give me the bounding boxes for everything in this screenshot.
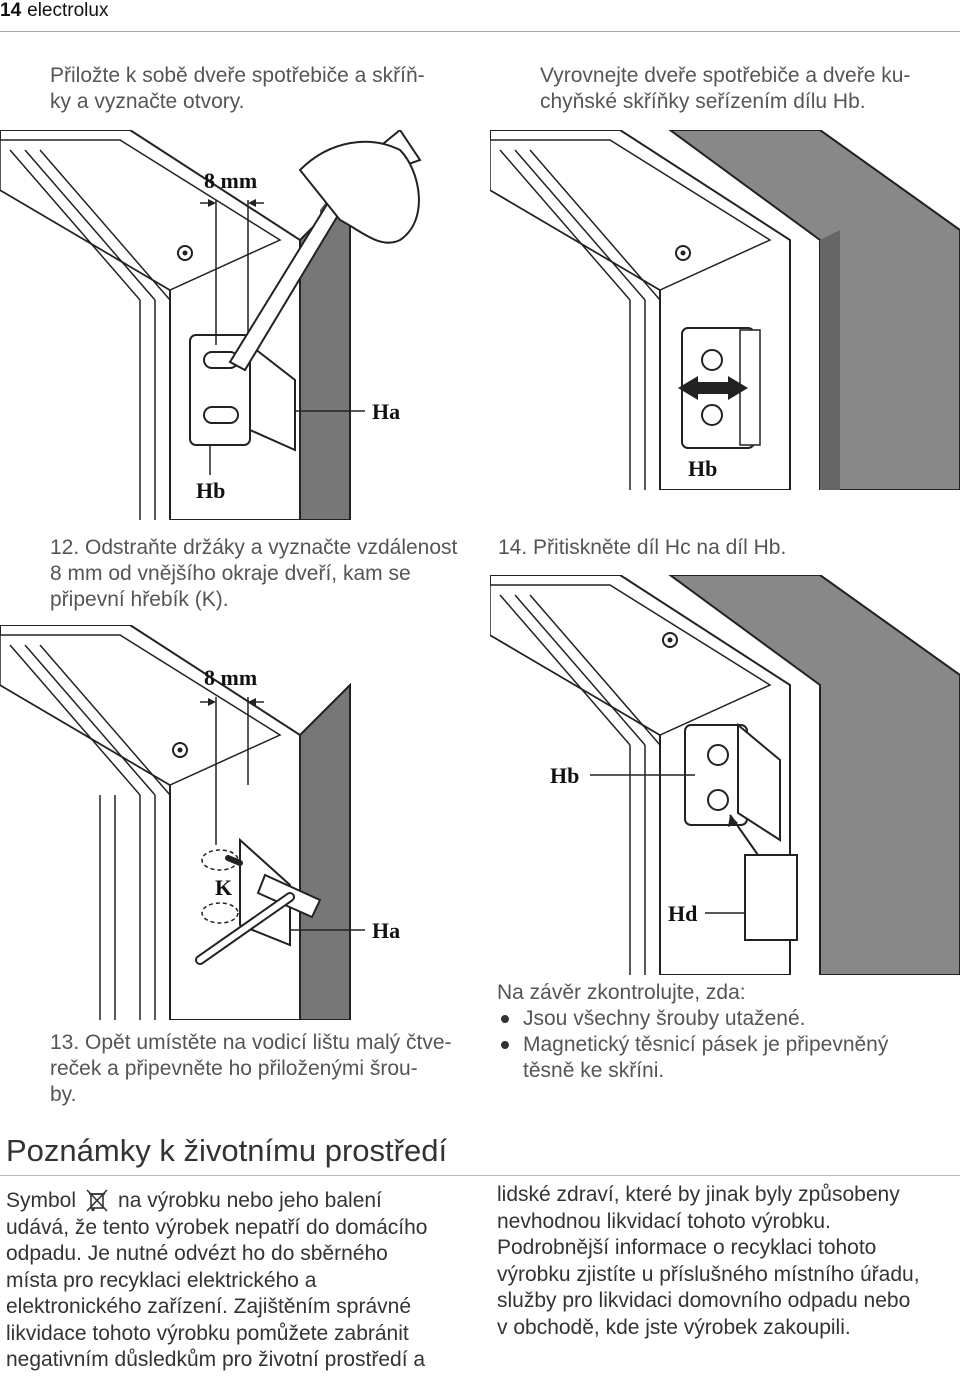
environment-left-text: na výrobku nebo jeho balení udává, že te… <box>6 1189 428 1371</box>
final-check-list: Jsou všechny šrouby utažené. Magnetický … <box>497 1006 888 1084</box>
figure4-label-hb: Hb <box>550 763 579 788</box>
step-top-right-text: Vyrovnejte dveře spotřebiče a dveře ku- … <box>540 64 911 113</box>
section-title: Poznámky k životnímu prostředí <box>6 1133 448 1168</box>
final-check-intro: Na závěr zkontrolujte, zda: <box>497 981 746 1004</box>
section-divider <box>0 1175 960 1176</box>
environment-left-paragraph: Symbol na výrobku nebo jeho balení udává… <box>6 1187 476 1374</box>
symbol-word: Symbol <box>6 1189 77 1212</box>
figure-fit-square: 8 mm K Ha <box>0 625 400 1020</box>
step-top-left-text: Přiložte k sobě dveře spotřebiče a skříň… <box>50 64 425 113</box>
figure3-dim-label: 8 mm <box>204 665 257 690</box>
figure-press-hc: Hb Hd <box>490 575 960 975</box>
list-item: Magnetický těsnicí pásek je připevněný t… <box>497 1032 888 1084</box>
final-check: Na závěr zkontrolujte, zda: Jsou všechny… <box>497 980 888 1084</box>
brand-name: electrolux <box>27 0 109 21</box>
page-number: 14 <box>0 0 22 21</box>
step12-text: 12. Odstraňte držáky a vyznačte vzdáleno… <box>50 536 458 611</box>
step14-text: 14. Přitiskněte díl Hc na díl Hb. <box>498 536 787 559</box>
crossed-out-wheelie-bin-icon <box>86 1189 108 1212</box>
header-divider <box>0 31 960 32</box>
figure-align-doors: Hb <box>490 130 960 490</box>
list-item: Jsou všechny šrouby utažené. <box>497 1006 888 1032</box>
step13-text: 13. Opět umístěte na vodicí lištu malý č… <box>50 1031 452 1106</box>
environment-right-paragraph: lidské zdraví, které by jinak byly způso… <box>497 1183 920 1339</box>
figure2-label-hb: Hb <box>688 456 717 481</box>
figure3-label-k: K <box>215 875 232 900</box>
figure1-dim-label: 8 mm <box>204 168 257 193</box>
figure-mark-holes: 8 mm Ha Hb <box>0 130 470 520</box>
figure3-label-ha: Ha <box>372 918 400 943</box>
figure1-label-hb: Hb <box>196 478 225 503</box>
figure1-label-ha: Ha <box>372 399 400 424</box>
figure4-label-hd: Hd <box>668 901 697 926</box>
